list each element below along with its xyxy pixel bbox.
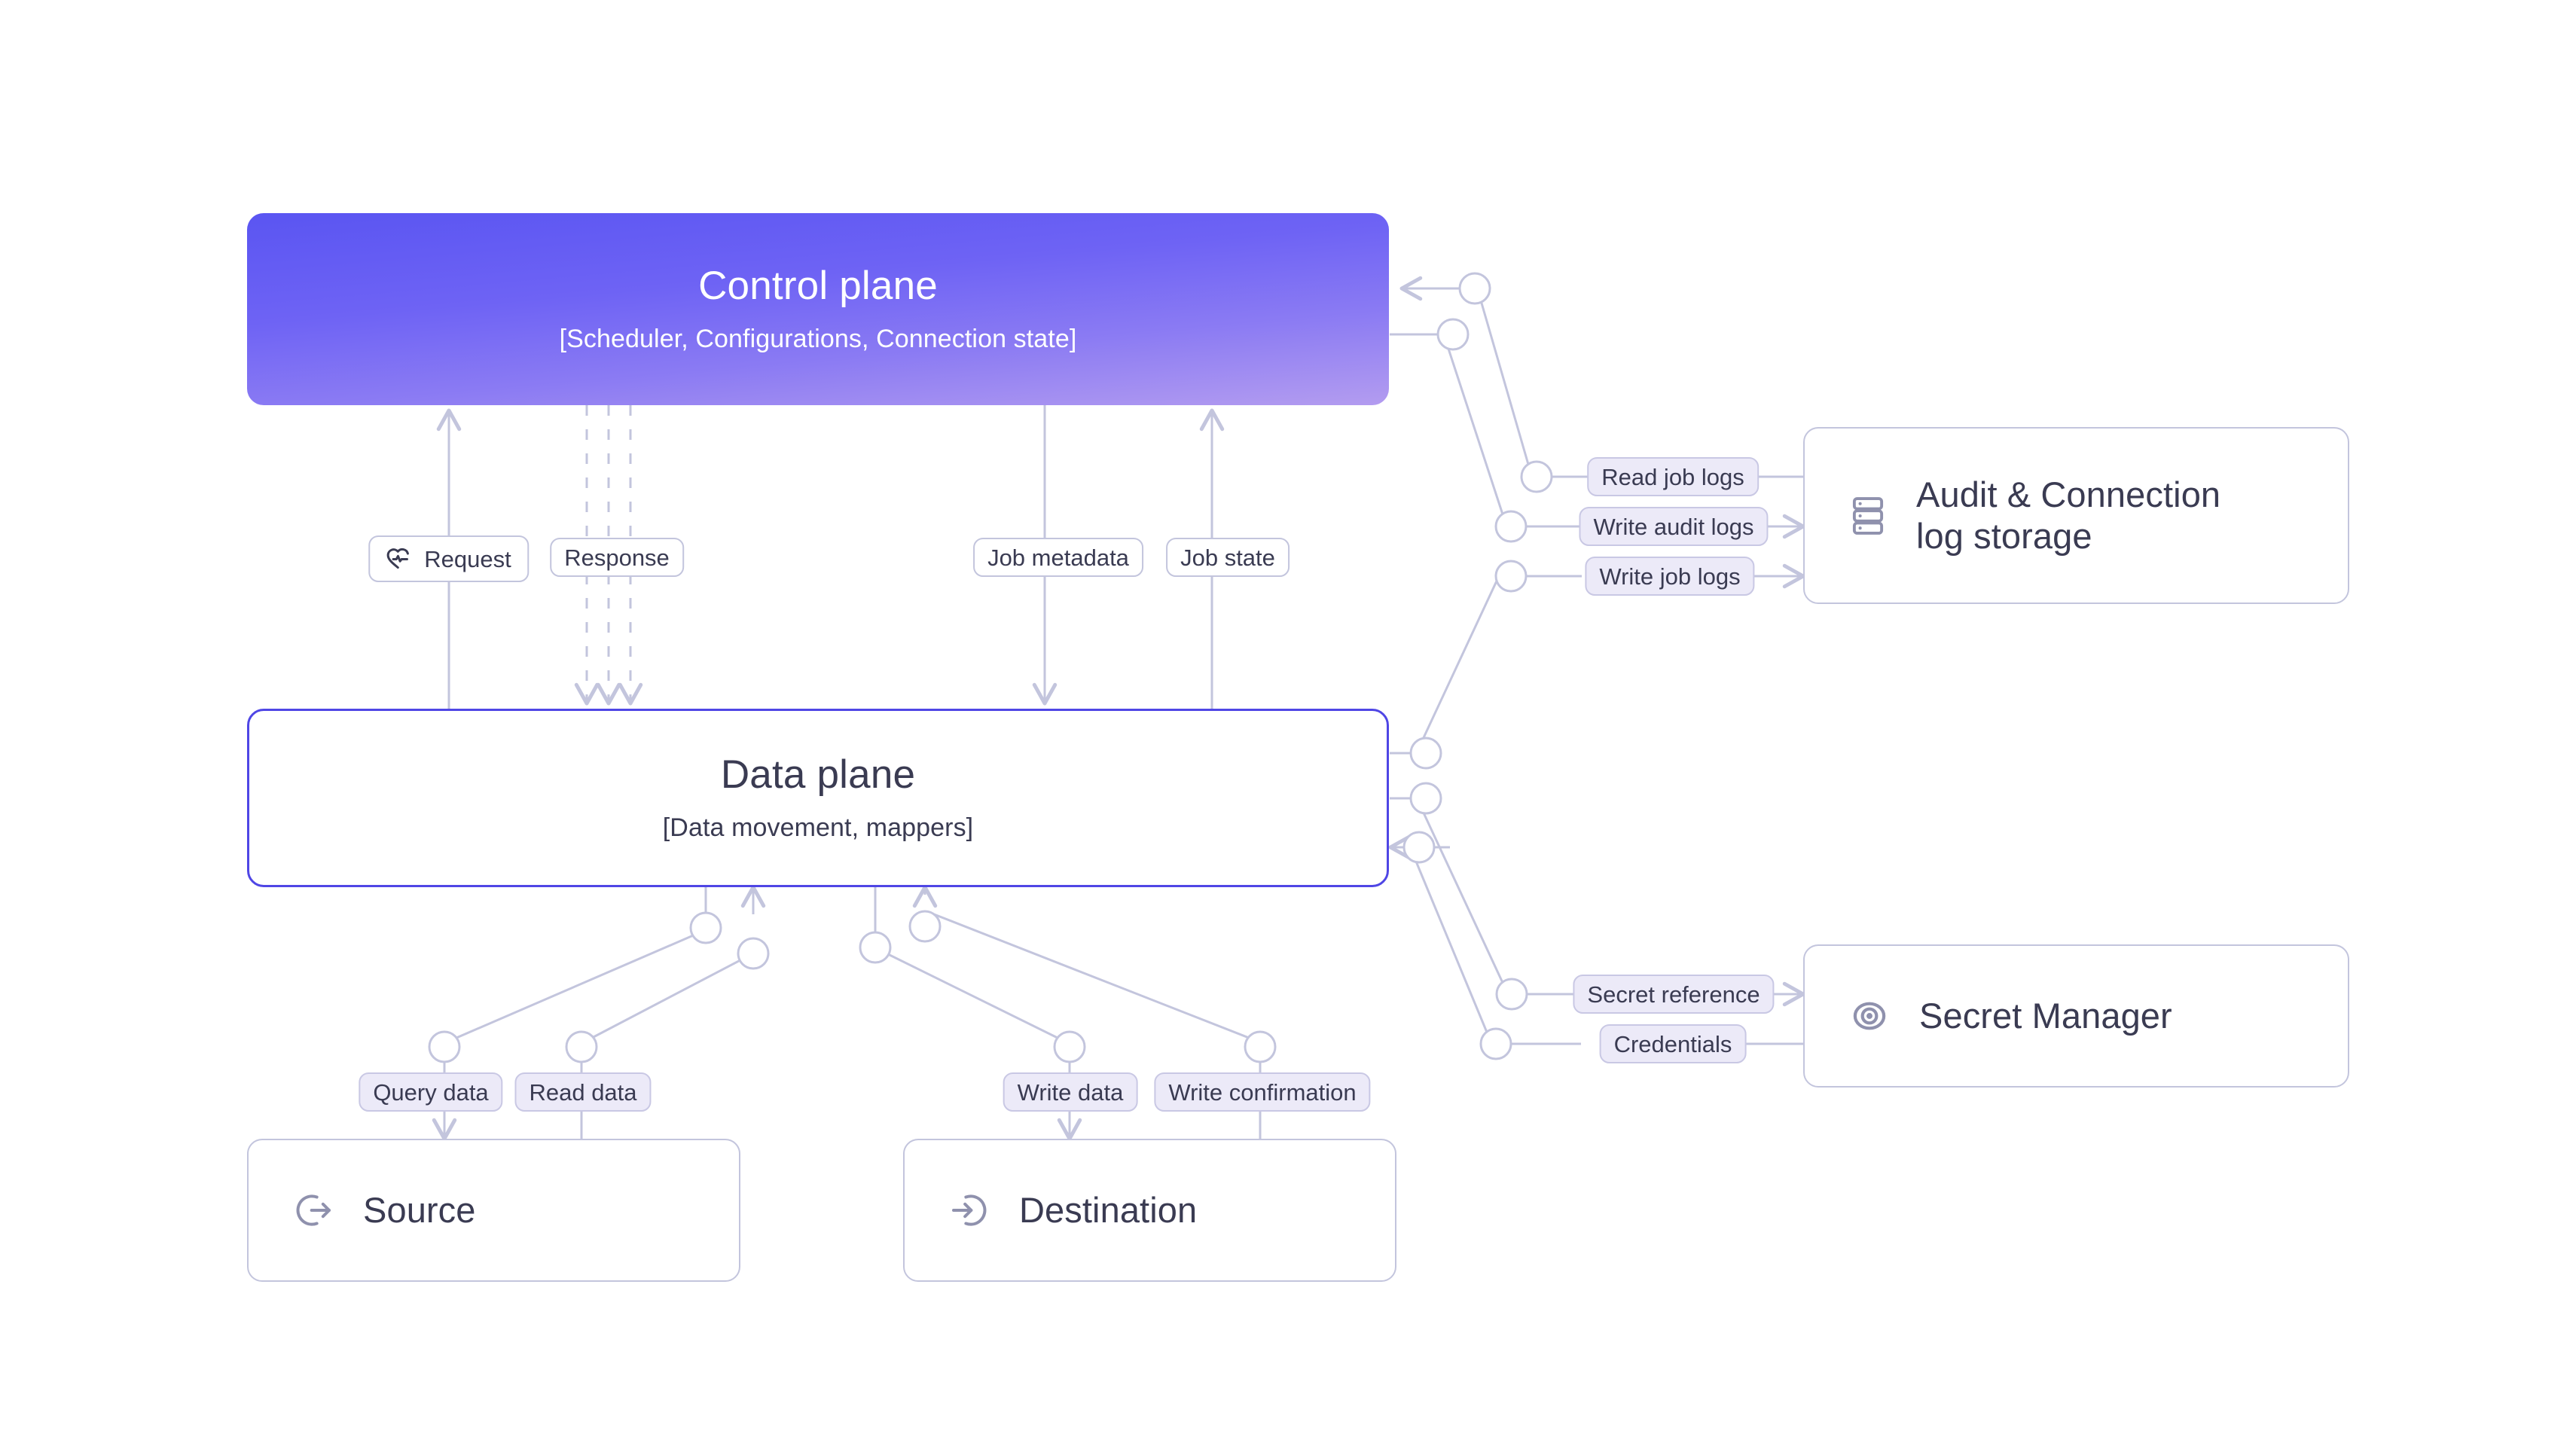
edge-label-write-job-logs[interactable]: Write job logs [1585,557,1755,596]
logout-arrow-icon [292,1189,334,1231]
edge-label-request[interactable]: Request [368,535,530,582]
audit-log-storage-line2: log storage [1916,515,2092,556]
secret-manager-node[interactable]: Secret Manager [1803,944,2349,1088]
connector-dot-write-job-logs-src [1409,737,1442,770]
edge-label-response-text: Response [564,544,670,571]
secret-manager-label: Secret Manager [1919,995,2172,1036]
heart-pulse-icon [383,545,412,573]
database-stack-icon [1848,494,1888,538]
connector-dot-write-confirm-dst [908,910,942,943]
edge-label-request-text: Request [424,545,511,572]
edge-label-write-job-logs-text: Write job logs [1599,563,1741,590]
edge-label-write-audit-logs[interactable]: Write audit logs [1579,507,1769,546]
control-plane-subtitle: [Scheduler, Configurations, Connection s… [559,325,1077,354]
edge-label-secret-reference-text: Secret reference [1587,981,1760,1008]
connector-dot-read-data-dst [737,937,770,970]
edge-label-secret-reference[interactable]: Secret reference [1573,975,1775,1014]
edge-label-credentials[interactable]: Credentials [1599,1024,1747,1063]
connector-dot-query-data-src [689,911,722,944]
edge-label-write-data[interactable]: Write data [1003,1072,1138,1112]
connector-dot-read-job-logs-dst [1520,460,1553,493]
data-plane-node[interactable]: Data plane [Data movement, mappers] [247,709,1389,887]
edge-label-response[interactable]: Response [550,538,684,577]
connector-dot-secret-ref-dst [1495,978,1528,1011]
connector-dot-write-audit-dst [1494,510,1528,543]
edge-label-credentials-text: Credentials [1613,1030,1732,1057]
edge-label-read-job-logs-text: Read job logs [1601,463,1744,490]
edge-credentials-b [1413,857,1489,1035]
connector-dot-write-confirm-src [1244,1030,1277,1063]
edge-label-write-confirmation-text: Write confirmation [1168,1078,1357,1106]
edge-write-confirm-c [933,913,1250,1039]
edge-label-job-state[interactable]: Job state [1166,538,1290,577]
connector-dot-read-job-logs-src [1458,272,1491,305]
edge-label-read-data-text: Read data [529,1078,637,1106]
connector-dot-write-job-logs-dst [1494,560,1528,593]
connector-dot-secret-ref-src [1409,782,1442,815]
edge-write-job-logs-b [1420,575,1500,743]
source-label: Source [363,1189,476,1230]
edge-secret-ref-b [1421,809,1505,985]
control-plane-node[interactable]: Control plane [Scheduler, Configurations… [247,213,1389,405]
edge-write-data-b [886,952,1058,1039]
connector-dot-query-data-dst [428,1030,461,1063]
audit-log-storage-line1: Audit & Connection [1916,474,2221,515]
edge-label-query-data-text: Query data [373,1078,489,1106]
destination-node[interactable]: Destination [903,1139,1396,1282]
edge-label-job-metadata-text: Job metadata [987,544,1129,571]
data-plane-subtitle: [Data movement, mappers] [662,813,974,843]
edge-read-data-c [591,952,754,1039]
connector-dot-read-data-src [565,1030,598,1063]
edge-label-write-confirmation[interactable]: Write confirmation [1154,1072,1371,1112]
connector-dot-write-data-src [859,931,892,964]
audit-log-storage-label: Audit & Connection log storage [1916,474,2220,556]
control-plane-title: Control plane [698,263,938,308]
destination-label: Destination [1019,1189,1198,1230]
audit-log-storage-node[interactable]: Audit & Connection log storage [1803,427,2349,604]
edge-write-audit-b [1446,346,1505,517]
source-node[interactable]: Source [247,1139,740,1282]
edge-query-data-b [456,932,697,1039]
connector-dot-write-data-dst [1053,1030,1086,1063]
data-plane-title: Data plane [720,752,916,797]
connector-dot-credentials-dst [1402,831,1436,864]
edge-label-job-state-text: Job state [1180,544,1275,571]
connector-dot-credentials-src [1479,1027,1512,1060]
connector-dot-write-audit-src [1436,318,1470,351]
edge-label-read-data[interactable]: Read data [514,1072,652,1112]
edge-read-job-logs-b [1479,300,1531,468]
edge-label-write-data-text: Write data [1017,1078,1124,1106]
edge-label-write-audit-logs-text: Write audit logs [1593,513,1754,540]
login-arrow-icon [948,1189,990,1231]
edge-label-job-metadata[interactable]: Job metadata [973,538,1143,577]
edge-label-query-data[interactable]: Query data [359,1072,503,1112]
edge-label-read-job-logs[interactable]: Read job logs [1587,457,1759,496]
target-eye-icon [1848,995,1891,1037]
